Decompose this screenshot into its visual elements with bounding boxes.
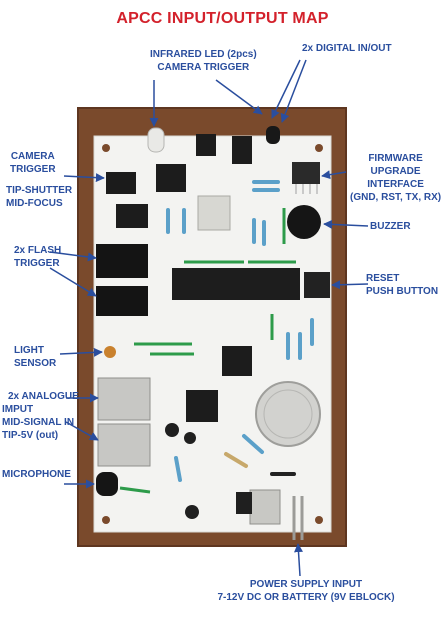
infrared-led — [147, 126, 280, 164]
analogue-jack — [97, 423, 151, 467]
page-title: APCC INPUT/OUTPUT MAP — [116, 10, 329, 27]
label-flash-trigger: 2x FLASH TRIGGER — [14, 245, 62, 269]
label-firmware: FIRMWARE UPGRADE INTERFACE (GND, RST, TX… — [350, 153, 442, 203]
buzzer — [287, 205, 321, 239]
light-sensor — [104, 346, 116, 358]
pcb — [93, 135, 332, 533]
label-reset: RESET PUSH BUTTON — [366, 273, 439, 297]
label-infrared-led: INFRARED LED (2pcs) CAMERA TRIGGER — [150, 49, 257, 73]
microcontroller — [172, 268, 300, 300]
firmware-header — [292, 162, 320, 194]
label-analogue-input: 2x ANALOGUE IMPUT MID-SIGNAL IN TIP-5V (… — [2, 391, 79, 441]
coin-battery — [255, 381, 321, 447]
voltage-regulator — [249, 489, 281, 525]
flash-jack — [96, 244, 148, 278]
label-power-supply: POWER SUPPLY INPUT 7-12V DC OR BATTERY (… — [217, 579, 395, 603]
label-microphone: MICROPHONE — [2, 469, 71, 480]
analogue-jack — [97, 377, 151, 421]
microphone — [96, 472, 118, 496]
label-digital-io: 2x DIGITAL IN/OUT — [302, 43, 392, 54]
camera-trigger-jack — [106, 172, 136, 194]
flash-jack — [96, 286, 148, 316]
label-buzzer: BUZZER — [370, 221, 411, 232]
label-camera-trigger: CAMERA TRIGGER — [10, 151, 56, 175]
label-tip-shutter: TIP-SHUTTER MID-FOCUS — [6, 185, 73, 209]
label-light-sensor: LIGHT SENSOR — [14, 345, 57, 369]
reset-button — [304, 272, 330, 298]
